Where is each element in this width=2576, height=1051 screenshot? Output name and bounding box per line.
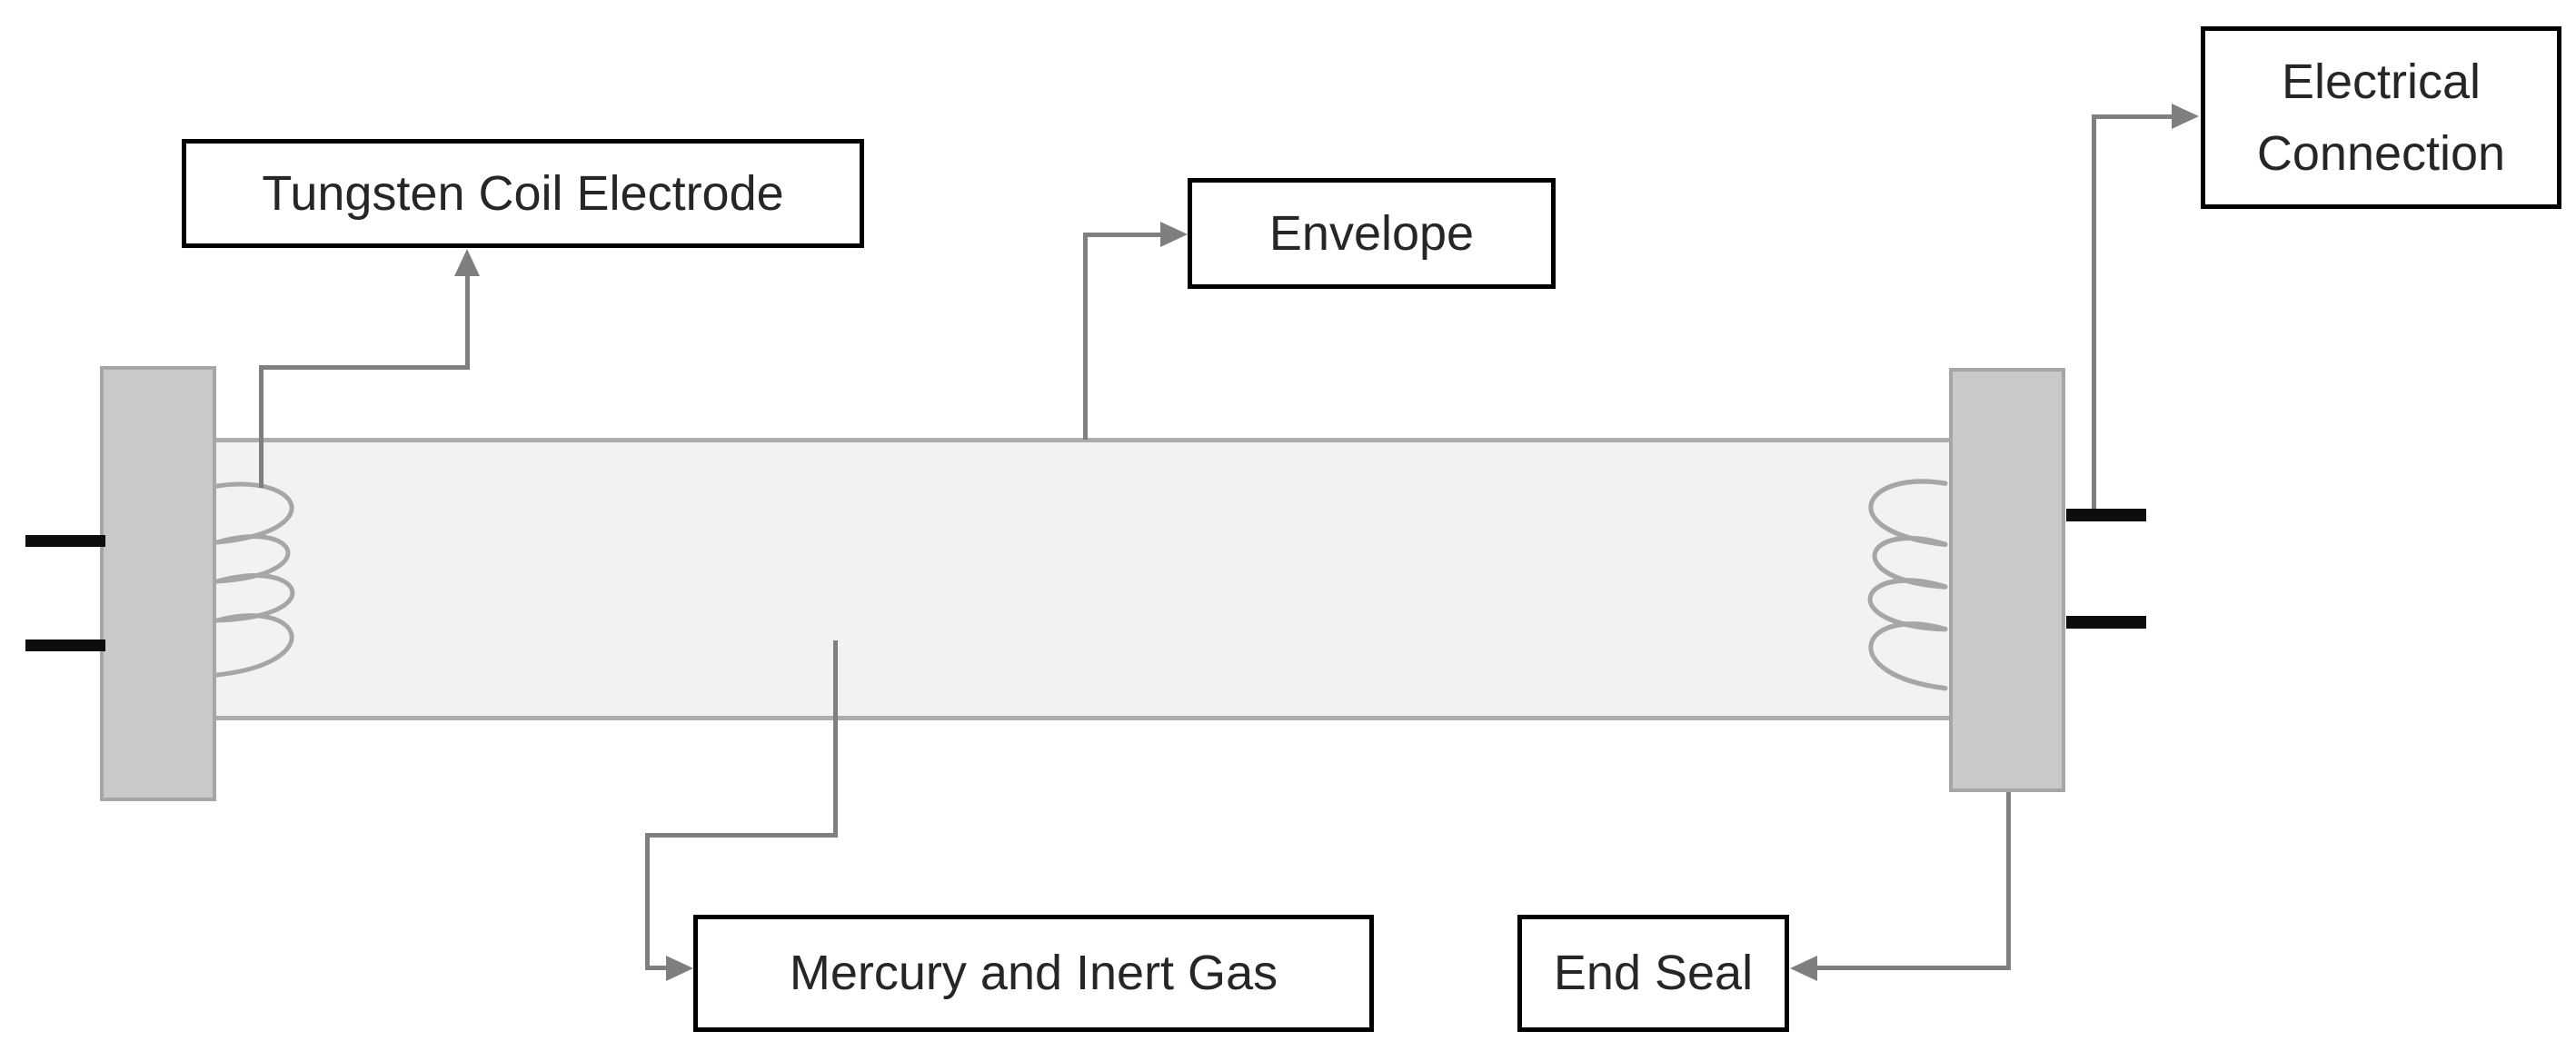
arrow-up-icon [454, 249, 480, 276]
right-top-pin [2066, 509, 2146, 521]
connector-line [833, 640, 838, 838]
connector-line [645, 833, 650, 970]
label-text: End Seal [1553, 946, 1754, 1001]
label-text: Electrical Connection [2256, 55, 2506, 181]
right-bottom-pin [2066, 616, 2146, 629]
left-bottom-pin [25, 640, 105, 651]
left-top-pin [25, 535, 105, 547]
left-tungsten-coil [214, 481, 295, 678]
connector-line [1083, 234, 1088, 440]
connector-line [2092, 114, 2173, 119]
left-end-seal-cap [100, 366, 216, 801]
connector-line [1815, 966, 2011, 970]
label-mercury-and-inert-gas: Mercury and Inert Gas [693, 915, 1374, 1032]
connector-line [1083, 233, 1163, 237]
arrow-right-icon [1160, 222, 1188, 247]
connector-line [2006, 792, 2011, 970]
connector-line [645, 966, 668, 970]
connector-line [259, 365, 470, 370]
right-end-seal-cap [1949, 368, 2065, 792]
label-text: Envelope [1268, 205, 1475, 261]
arrow-right-icon [2172, 104, 2199, 129]
label-electrical-connection: Electrical Connection [2201, 26, 2561, 209]
arrow-right-icon [666, 956, 693, 981]
connector-line [645, 833, 838, 838]
label-tungsten-coil-electrode: Tungsten Coil Electrode [182, 139, 864, 248]
label-text: Tungsten Coil Electrode [262, 165, 784, 221]
glass-envelope-tube [214, 438, 1952, 720]
connector-line [2092, 114, 2096, 511]
connector-line [465, 275, 470, 370]
right-tungsten-coil [1867, 479, 1948, 691]
label-end-seal: End Seal [1517, 915, 1789, 1032]
label-envelope: Envelope [1188, 178, 1556, 289]
label-text: Mercury and Inert Gas [789, 946, 1278, 1001]
connector-line [259, 367, 264, 488]
arrow-left-icon [1790, 956, 1817, 981]
